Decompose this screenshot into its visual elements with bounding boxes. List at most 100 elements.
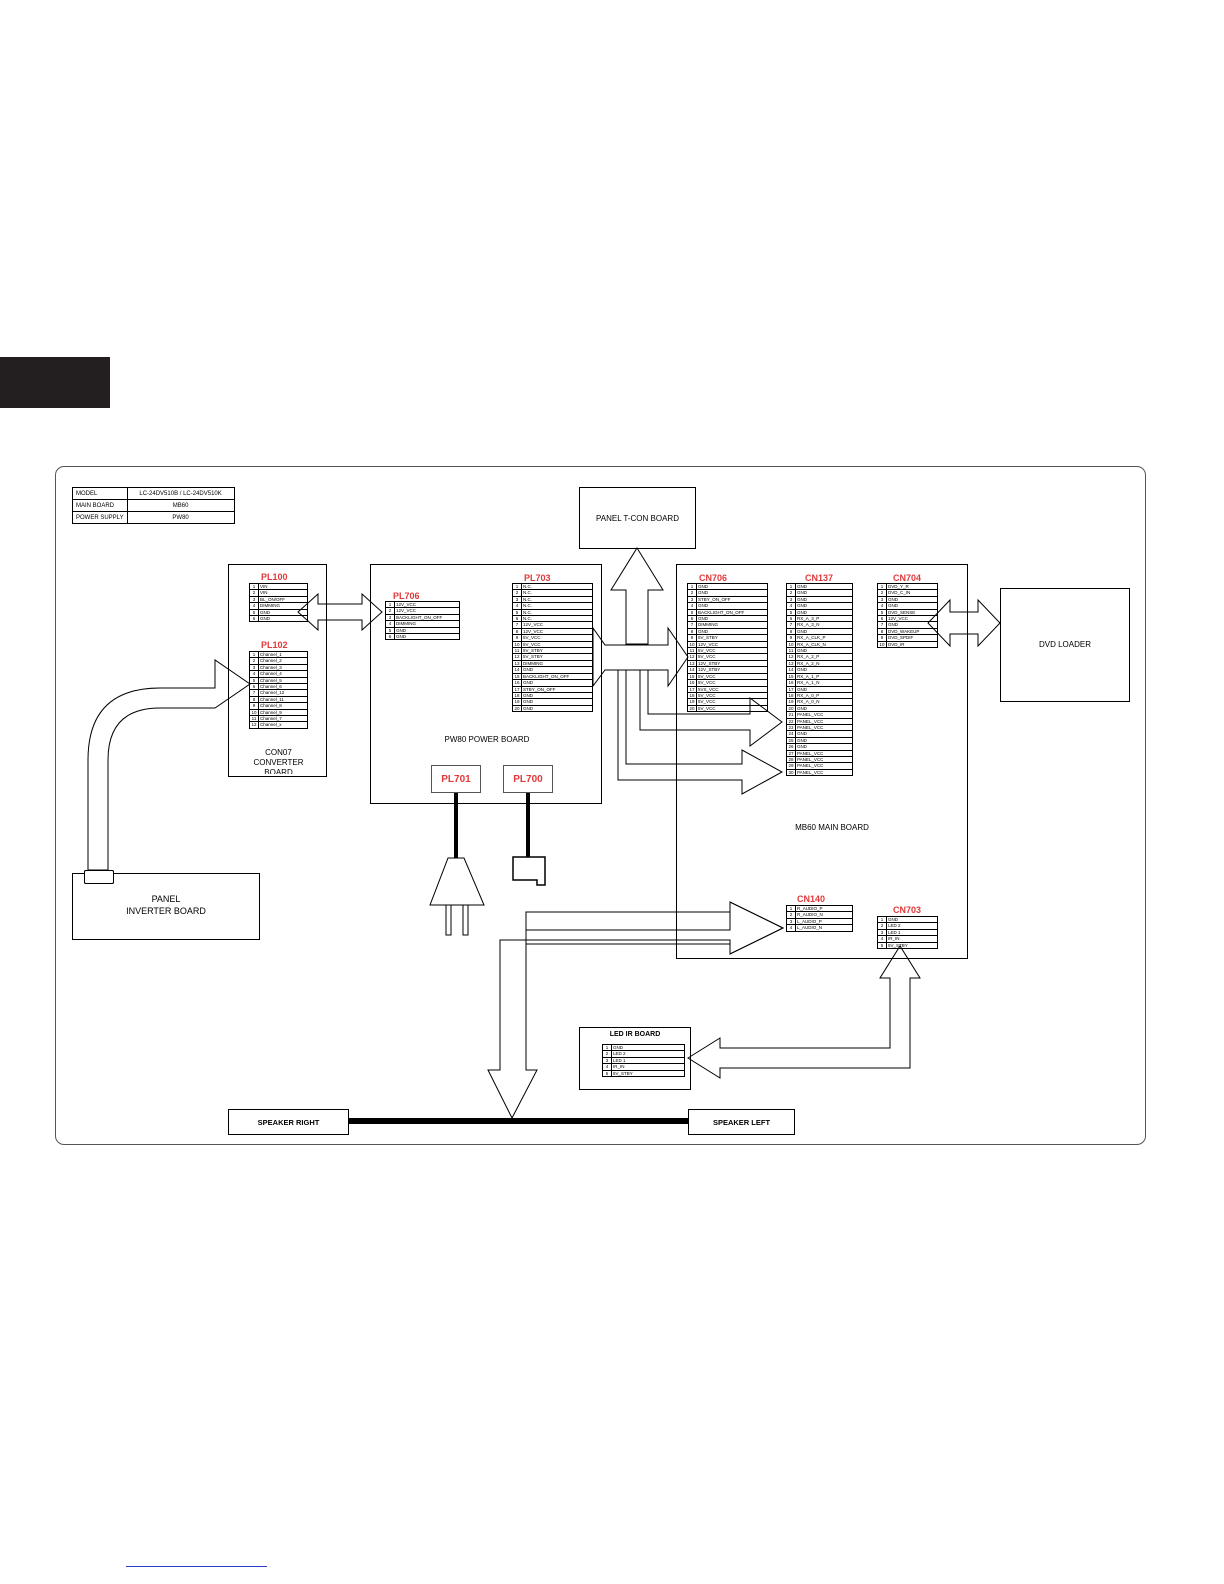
pin-signal: RX_A_2_P xyxy=(795,653,853,661)
pin-signal: 12V_VCC xyxy=(696,640,768,649)
arrow-to-tcon xyxy=(610,547,664,645)
pin-number: 20 xyxy=(512,704,522,713)
pin-signal: PANEL_VCC xyxy=(795,768,853,777)
pin-signal: 5V_VCC xyxy=(696,704,768,713)
inverter-line-2: INVERTER BOARD xyxy=(126,906,206,916)
pin-signal: GND xyxy=(795,602,853,610)
converter-line-2: CONVERTER xyxy=(253,758,304,767)
cn137-label: CN137 xyxy=(805,573,834,583)
pin-signal: N.C. xyxy=(521,614,593,623)
pin-signal: RX_A_CLK_P xyxy=(795,634,853,642)
cn140-label: CN140 xyxy=(797,894,826,904)
pin-signal: RX_A_3_P xyxy=(795,614,853,623)
pin-signal: RX_A_0_P xyxy=(795,691,853,700)
pin-signal: RX_A_CLK_N xyxy=(795,640,853,649)
section-tab xyxy=(0,357,110,408)
pin-number: 10 xyxy=(877,640,887,649)
pin-signal: GND xyxy=(795,666,853,674)
power-board-label: PW80 POWER BOARD xyxy=(444,735,530,744)
plug-pin-right xyxy=(462,904,469,936)
pin-signal: GND xyxy=(258,614,308,623)
pin-signal: 12V_VCC xyxy=(886,614,938,623)
arrow-power-main xyxy=(592,626,689,688)
pin-signal: STBY_ON_OFF xyxy=(696,595,768,604)
arrow-converter-power xyxy=(297,592,383,632)
power-supply-value: PW80 xyxy=(126,511,235,524)
pin-signal: VIN xyxy=(258,582,308,591)
arrow-to-cn137-a xyxy=(639,669,783,747)
pin-signal: Channel_5 xyxy=(258,676,308,685)
pin-signal: DVD_WAKEUP xyxy=(886,627,938,636)
arrow-led-cn703 xyxy=(687,945,921,1079)
pin-signal: 12V_VCC xyxy=(521,621,593,629)
tcon-board-label: PANEL T-CON BOARD xyxy=(596,514,679,523)
pin-signal: VIN xyxy=(258,589,308,597)
pin-signal: 12V_STBY xyxy=(696,666,768,674)
converter-line-3: BOARD xyxy=(264,768,293,774)
pin-signal: Channel_2 xyxy=(258,657,308,665)
pl701-label: PL701 xyxy=(441,774,471,785)
pin-signal: R_AUDIO_N xyxy=(795,911,853,919)
pin-signal: GND xyxy=(394,626,460,635)
pin-signal: Channel_7 xyxy=(258,715,308,723)
pin-number: 6 xyxy=(385,632,395,641)
main-board-label: MAIN BOARD xyxy=(72,499,128,512)
pin-signal: DIMMING xyxy=(394,620,460,628)
pin-signal: PANEL_VCC xyxy=(795,749,853,758)
main-board-label: MB60 MAIN BOARD xyxy=(795,823,869,832)
footer-link-line xyxy=(126,1566,267,1567)
inverter-board: PANEL INVERTER BOARD xyxy=(72,873,260,940)
pin-signal: LED 1 xyxy=(886,928,938,937)
pin-signal: 5V_VCC xyxy=(696,679,768,687)
pin-signal: 5V_VCC xyxy=(696,653,768,661)
pin-signal: 5V_VCC xyxy=(696,647,768,655)
pin-signal: 12V_VCC xyxy=(521,627,593,636)
pin-signal: N.C. xyxy=(521,595,593,604)
pin-number: 20 xyxy=(687,704,697,713)
pin-signal: Channel_x xyxy=(258,721,308,729)
pl706-label: PL706 xyxy=(393,591,420,601)
